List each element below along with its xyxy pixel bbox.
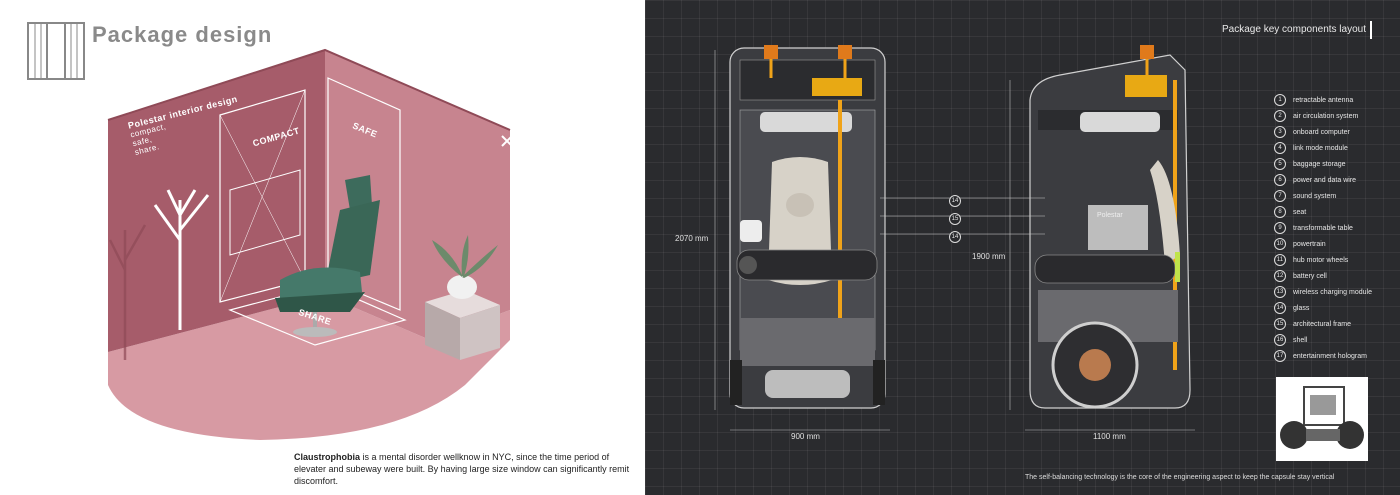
legend-number: 5: [1274, 158, 1286, 170]
legend-item: 3 onboard computer: [1274, 124, 1394, 140]
legend-number: 9: [1274, 222, 1286, 234]
legend-number: 16: [1274, 334, 1286, 346]
components-title: Package key components layout: [1222, 24, 1366, 35]
legend-label: link mode module: [1293, 144, 1348, 152]
page-title: Package design: [92, 22, 273, 47]
legend-item: 7 sound system: [1274, 188, 1394, 204]
callout-15: 15: [949, 211, 968, 227]
legend-label: retractable antenna: [1293, 96, 1354, 104]
legend-label: entertainment hologram: [1293, 352, 1367, 360]
legend-label: hub motor wheels: [1293, 256, 1349, 264]
legend-item: 13 wireless charging module: [1274, 284, 1394, 300]
legend-item: 1 retractable antenna: [1274, 92, 1394, 108]
front-view-diagram: [714, 45, 890, 431]
legend-label: transformable table: [1293, 224, 1353, 232]
robot-photo: [1276, 377, 1368, 461]
legend-label: battery cell: [1293, 272, 1327, 280]
legend-item: 6 power and data wire: [1274, 172, 1394, 188]
legend-number: 14: [1274, 302, 1286, 314]
legend-label: wireless charging module: [1293, 288, 1372, 296]
legend-number: 13: [1274, 286, 1286, 298]
legend-number: 11: [1274, 254, 1286, 266]
legend-label: shell: [1293, 336, 1308, 344]
legend-label: air circulation system: [1293, 112, 1359, 120]
legend-number: 3: [1274, 126, 1286, 138]
legend-label: baggage storage: [1293, 160, 1346, 168]
callout-14b: 14: [949, 229, 968, 245]
legend-number: 17: [1274, 350, 1286, 362]
footer-note: The self-balancing technology is the cor…: [1025, 474, 1335, 481]
legend-number: 6: [1274, 174, 1286, 186]
front-brand: Polestar: [1097, 212, 1123, 219]
legend-number: 7: [1274, 190, 1286, 202]
side-view-diagram: [1009, 45, 1195, 431]
legend-number: 1: [1274, 94, 1286, 106]
legend-item: 17 entertainment hologram: [1274, 348, 1394, 364]
legend-item: 9 transformable table: [1274, 220, 1394, 236]
legend-item: 11 hub motor wheels: [1274, 252, 1394, 268]
legend-number: 15: [1274, 318, 1286, 330]
legend-number: 2: [1274, 110, 1286, 122]
caption-text: is a mental disorder wellknow in NYC, si…: [294, 452, 630, 486]
legend-item: 16 shell: [1274, 332, 1394, 348]
title-accent-bar: [1370, 21, 1372, 39]
legend-item: 4 link mode module: [1274, 140, 1394, 156]
legend: 1 retractable antenna 2 air circulation sys…: [1274, 92, 1394, 364]
legend-item: 15 architectural frame: [1274, 316, 1394, 332]
callout-lines: [880, 197, 1045, 235]
legend-item: 14 glass: [1274, 300, 1394, 316]
legend-number: 10: [1274, 238, 1286, 250]
dim-height-inner: 1900 mm: [972, 252, 1006, 261]
legend-item: 2 air circulation system: [1274, 108, 1394, 124]
caption-bold: Claustrophobia: [294, 452, 361, 462]
callout-14a: 14: [949, 193, 968, 209]
legend-item: 10 powertrain: [1274, 236, 1394, 252]
legend-label: architectural frame: [1293, 320, 1351, 328]
legend-item: 12 battery cell: [1274, 268, 1394, 284]
legend-item: 5 baggage storage: [1274, 156, 1394, 172]
dim-width-side: 1100 mm: [1093, 432, 1126, 441]
logo-icon: [27, 22, 85, 80]
legend-label: onboard computer: [1293, 128, 1350, 136]
dim-width-front: 900 mm: [791, 432, 820, 441]
legend-label: power and data wire: [1293, 176, 1357, 184]
left-panel: Package design: [0, 0, 645, 495]
room-illustration: [107, 48, 513, 440]
legend-number: 8: [1274, 206, 1286, 218]
legend-number: 4: [1274, 142, 1286, 154]
legend-label: powertrain: [1293, 240, 1326, 248]
legend-label: seat: [1293, 208, 1307, 216]
legend-label: glass: [1293, 304, 1310, 312]
legend-number: 12: [1274, 270, 1286, 282]
dim-height-outer: 2070 mm: [675, 234, 709, 243]
caption: Claustrophobia is a mental disorder well…: [294, 451, 634, 487]
legend-label: sound system: [1293, 192, 1337, 200]
legend-item: 8 seat: [1274, 204, 1394, 220]
